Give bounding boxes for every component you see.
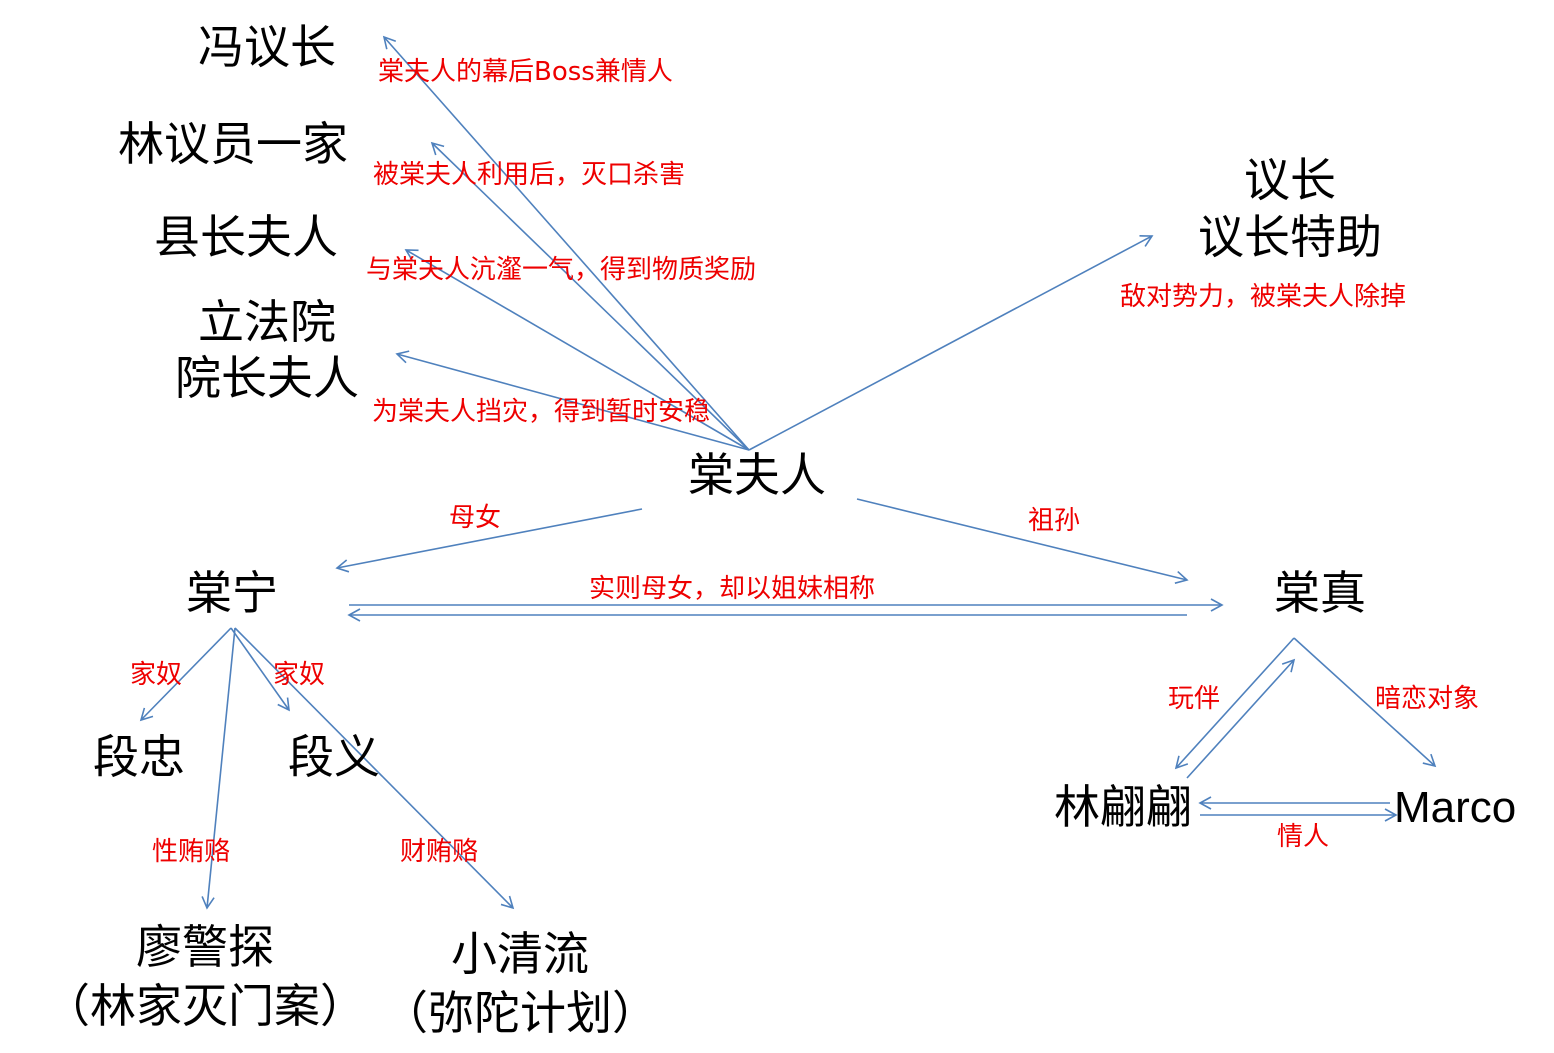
label-servant-1: 家奴 [130, 660, 183, 690]
label-mother-daughter: 母女 [449, 503, 502, 533]
label-servant-2: 家奴 [273, 660, 326, 690]
node-duan-yi: 段义 [288, 730, 380, 784]
arrow-xuanxuan-to-zhen [1186, 658, 1296, 779]
node-speaker-line2: 议长特助 [1198, 210, 1382, 265]
node-liao-line1: 廖警探 [136, 920, 274, 974]
node-county-wife: 县长夫人 [154, 210, 338, 264]
node-legislative-line1: 立法院 [198, 295, 336, 349]
label-money-bribe: 财贿赂 [400, 837, 479, 867]
node-legislative-line2: 院长夫人 [175, 351, 359, 406]
node-tang-zhen: 棠真 [1274, 566, 1366, 620]
label-hostile: 敌对势力，被棠夫人除掉 [1120, 282, 1407, 312]
arrow-to-tang-zhen [856, 498, 1189, 584]
label-collusion: 与棠夫人沆瀣一气，得到物质奖励 [366, 255, 757, 285]
arrow-to-feng [382, 35, 750, 451]
label-playmate: 玩伴 [1168, 684, 1221, 714]
node-tang-ning: 棠宁 [186, 566, 278, 620]
arrow-to-xiao [234, 627, 515, 910]
arrow-to-county-wife [404, 249, 750, 451]
node-feng: 冯议长 [198, 20, 336, 74]
node-speaker: 议长 议长特助 [1180, 152, 1400, 266]
node-madam-tang: 棠夫人 [688, 448, 826, 502]
node-xiao: 小清流 （弥陀计划） [380, 925, 660, 1043]
arrow-to-liao [201, 627, 236, 910]
arrow-to-lin-family [430, 141, 750, 451]
label-sisters: 实则母女，却以姐妹相称 [589, 574, 876, 604]
arrow-to-speaker [748, 235, 1154, 451]
node-liao: 廖警探 （林家灭门案） [40, 918, 370, 1036]
label-sex-bribe: 性贿赂 [152, 837, 231, 867]
node-marco: Marco [1394, 783, 1517, 832]
arrow-to-marco [1293, 637, 1437, 768]
node-duan-zhong: 段忠 [93, 730, 185, 784]
arrow-to-legislative-wife [395, 350, 750, 451]
arrow-to-duan-yi [230, 627, 290, 712]
node-speaker-line1: 议长 [1244, 153, 1336, 207]
arrow-to-duan-zhong [139, 627, 232, 722]
arrow-to-lin-xuanxuan [1174, 637, 1295, 770]
label-grandparent: 祖孙 [1028, 506, 1081, 536]
arrow-to-tang-ning [335, 508, 643, 573]
label-lovers: 情人 [1277, 822, 1330, 852]
node-lin-family: 林议员一家 [118, 117, 348, 171]
label-silenced: 被棠夫人利用后，灭口杀害 [373, 160, 686, 190]
node-liao-line2: （林家灭门案） [44, 978, 366, 1033]
node-legislative-wife: 立法院 院长夫人 [160, 294, 374, 406]
label-scapegoat: 为棠夫人挡灾，得到暂时安稳 [372, 397, 711, 427]
label-boss-lover: 棠夫人的幕后Boss兼情人 [378, 57, 673, 87]
node-xiao-line2: （弥陀计划） [382, 985, 658, 1040]
label-crush: 暗恋对象 [1375, 684, 1480, 714]
node-xiao-line1: 小清流 [451, 927, 589, 981]
node-lin-xuanxuan: 林翩翩 [1054, 780, 1192, 834]
